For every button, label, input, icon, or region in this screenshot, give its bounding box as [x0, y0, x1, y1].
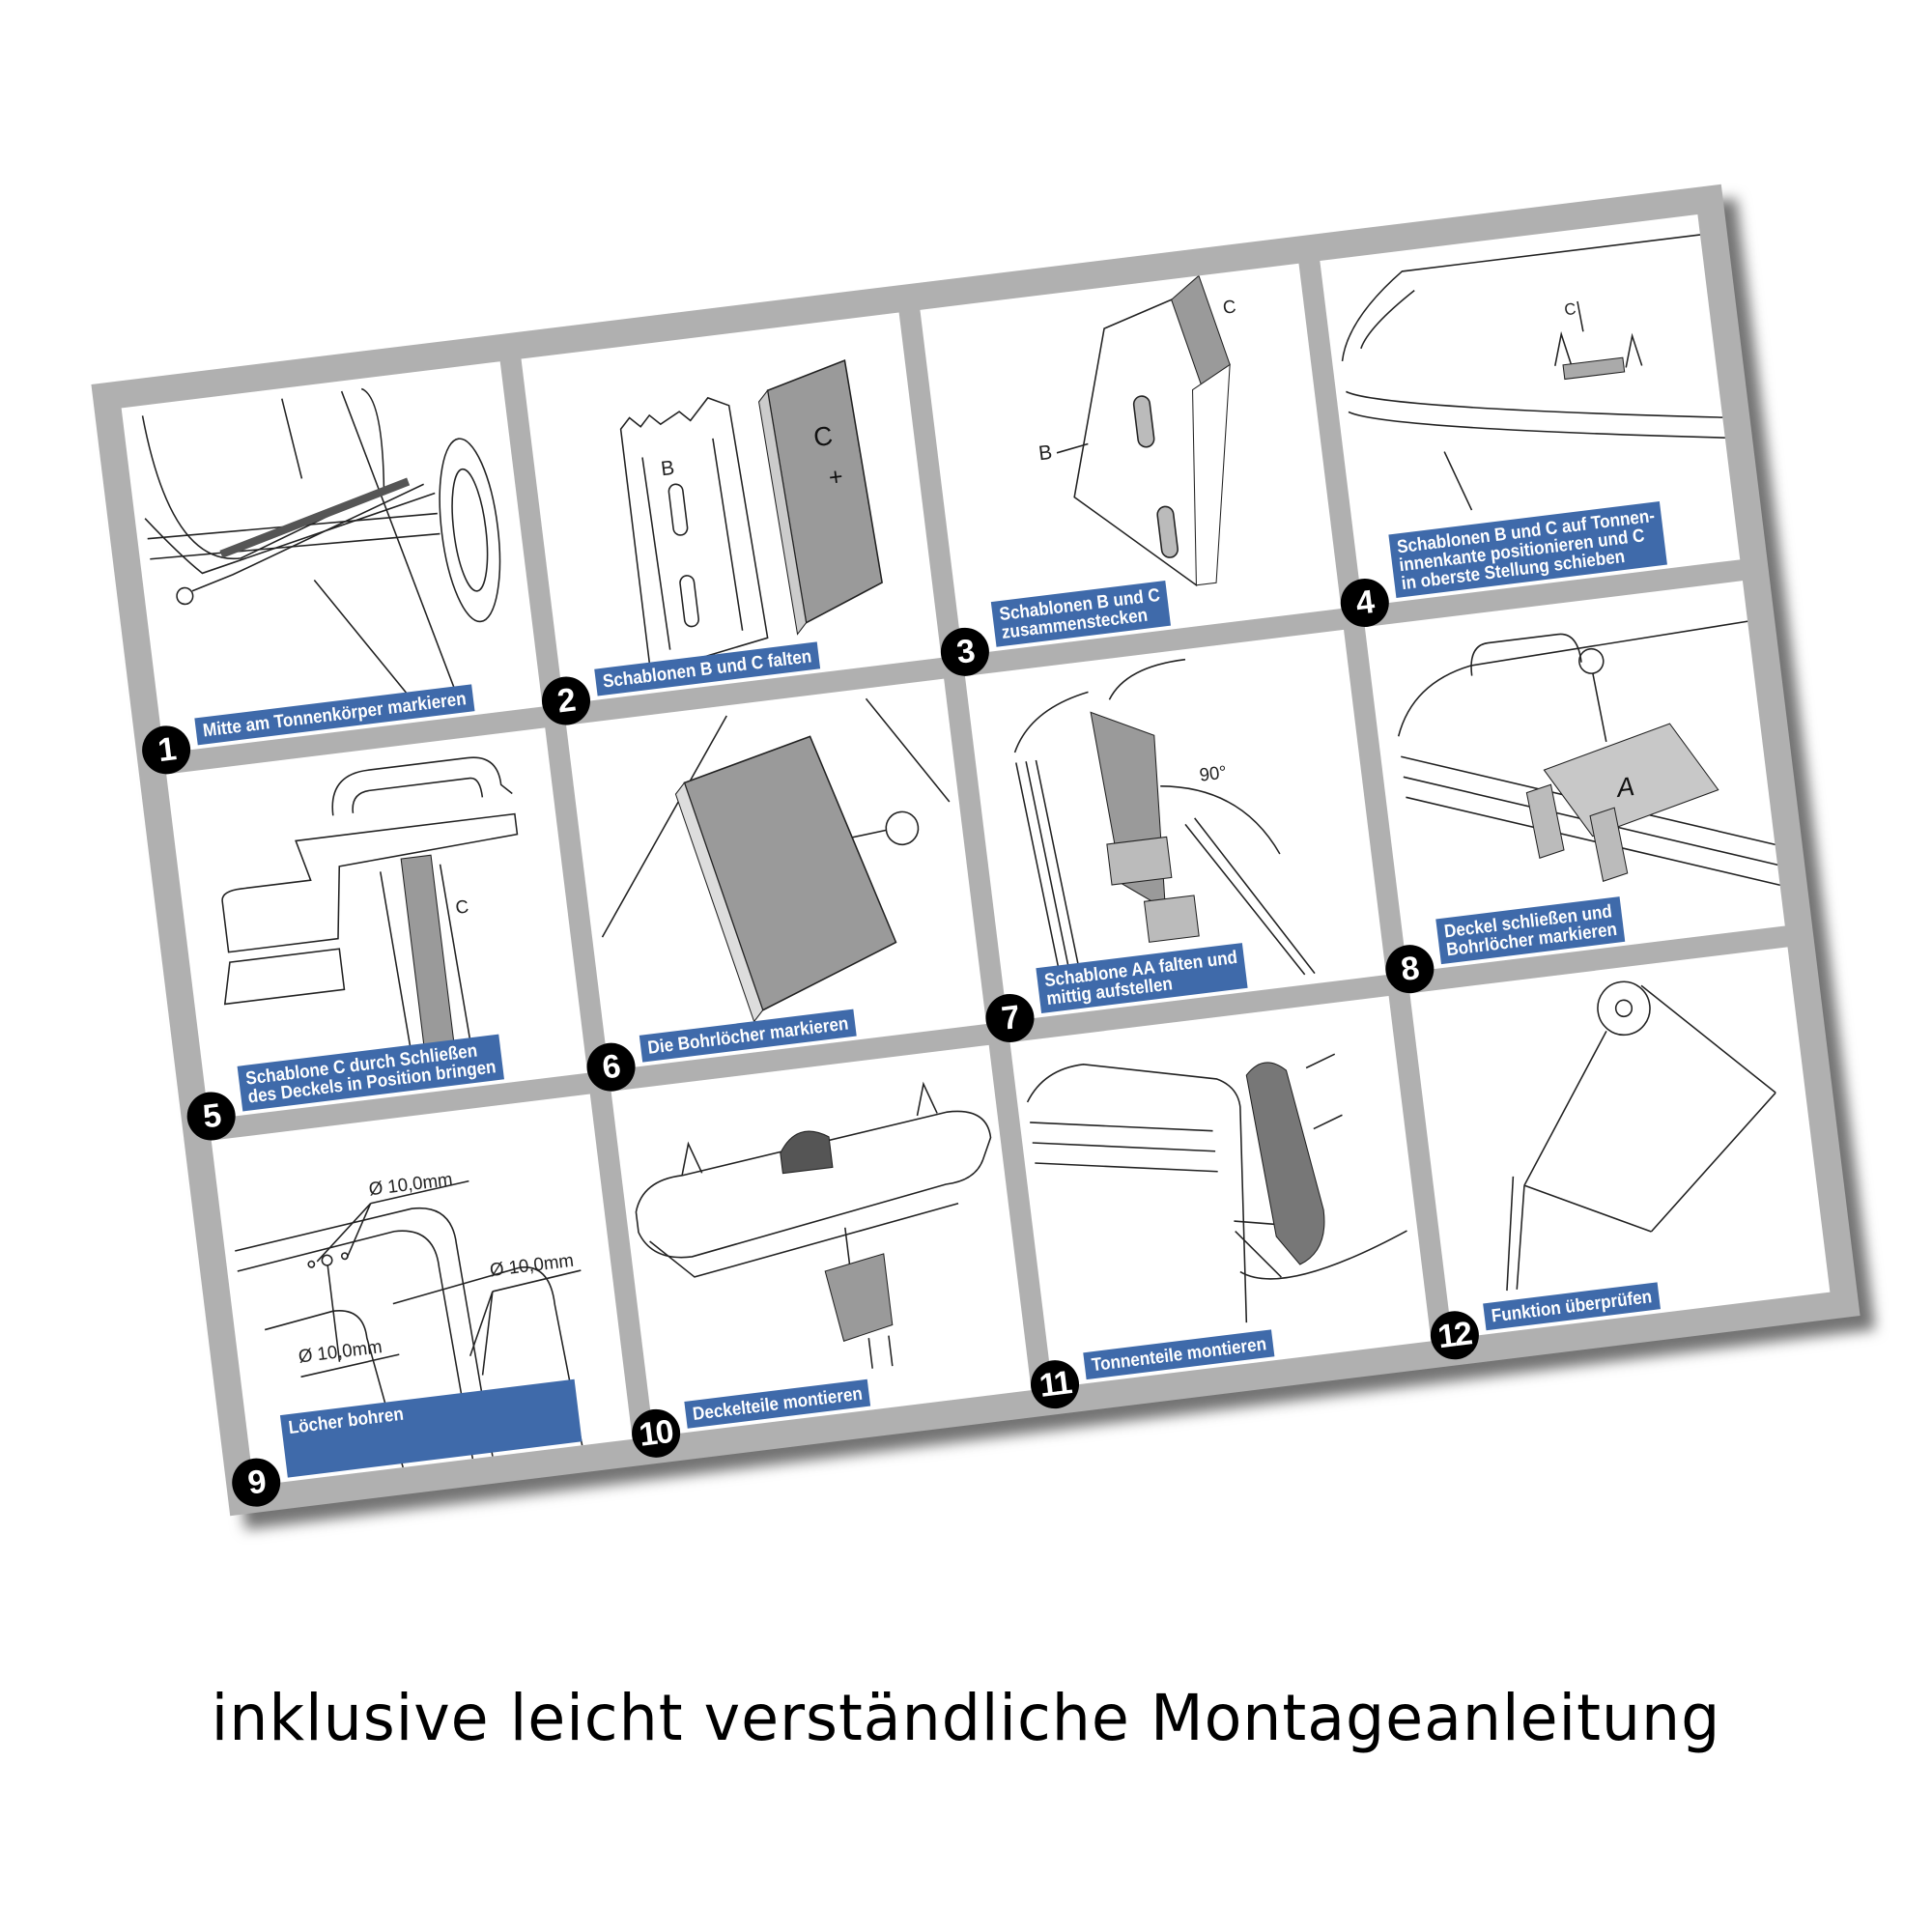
svg-text:C: C [811, 420, 834, 452]
step-panel-11: 11 Tonnenteile montieren [1009, 996, 1431, 1411]
svg-text:A: A [1612, 771, 1635, 804]
marking-pin-icon [601, 697, 950, 1023]
step-panel-7: 90° 7 Schablone AA falten und mittig auf… [964, 629, 1386, 1045]
bin-rim-template-icon: C [1341, 234, 1725, 511]
svg-text:90°: 90° [1198, 761, 1228, 784]
drill-holes-icon: Ø 10,0mm Ø 10,0mm Ø 10,0mm [235, 1169, 583, 1468]
step-panel-12: 12 Funktion überprüfen [1408, 947, 1831, 1363]
template-b-c-icon: B C + [619, 359, 883, 674]
svg-text:C: C [454, 895, 469, 918]
template-assembly-icon: B C [1037, 274, 1237, 587]
step-panel-9: Ø 10,0mm Ø 10,0mm Ø 10,0mm 9 Löcher bohr… [211, 1094, 633, 1510]
bin-edge-spring-icon [141, 387, 501, 712]
step-panel-2: B C + 2 Schablonen B und C falten [521, 312, 942, 728]
lid-parts-icon [635, 1081, 991, 1369]
step-panel-3: B C 3 Schablonen B und C zusammenstecken [920, 263, 1341, 679]
caption-text: inklusive leicht verständliche Montagean… [211, 1681, 1721, 1755]
svg-text:C: C [1563, 299, 1577, 320]
svg-text:B: B [1037, 441, 1054, 466]
instruction-sheet: 1 Mitte am Tonnenkörper markieren B C + … [91, 184, 1861, 1517]
step-panel-8: A 8 Deckel schließen und Bohrlöcher mark… [1364, 581, 1785, 997]
steps-grid: 1 Mitte am Tonnenkörper markieren B C + … [121, 214, 1831, 1510]
svg-text:B: B [659, 457, 675, 481]
svg-text:+: + [827, 463, 844, 492]
svg-text:Ø 10,0mm: Ø 10,0mm [298, 1336, 384, 1367]
step-panel-10: 10 Deckelteile montieren [611, 1044, 1032, 1461]
bin-parts-icon [1026, 1053, 1407, 1323]
template-a-icon: A [1397, 620, 1780, 887]
step-panel-4: C 4 Schablonen B und C auf Tonnen- innen… [1319, 214, 1741, 630]
function-check-icon [1505, 980, 1776, 1292]
lid-closing-icon: C [221, 756, 519, 1084]
svg-text:C: C [1222, 296, 1237, 318]
step-panel-6: 6 Die Bohrlöcher markieren [565, 678, 987, 1094]
step-panel-1: 1 Mitte am Tonnenkörper markieren [121, 361, 543, 778]
step-panel-5: C 5 Schablone C durch Schließen des Deck… [166, 727, 587, 1144]
template-aa-icon: 90° [1013, 658, 1316, 1005]
